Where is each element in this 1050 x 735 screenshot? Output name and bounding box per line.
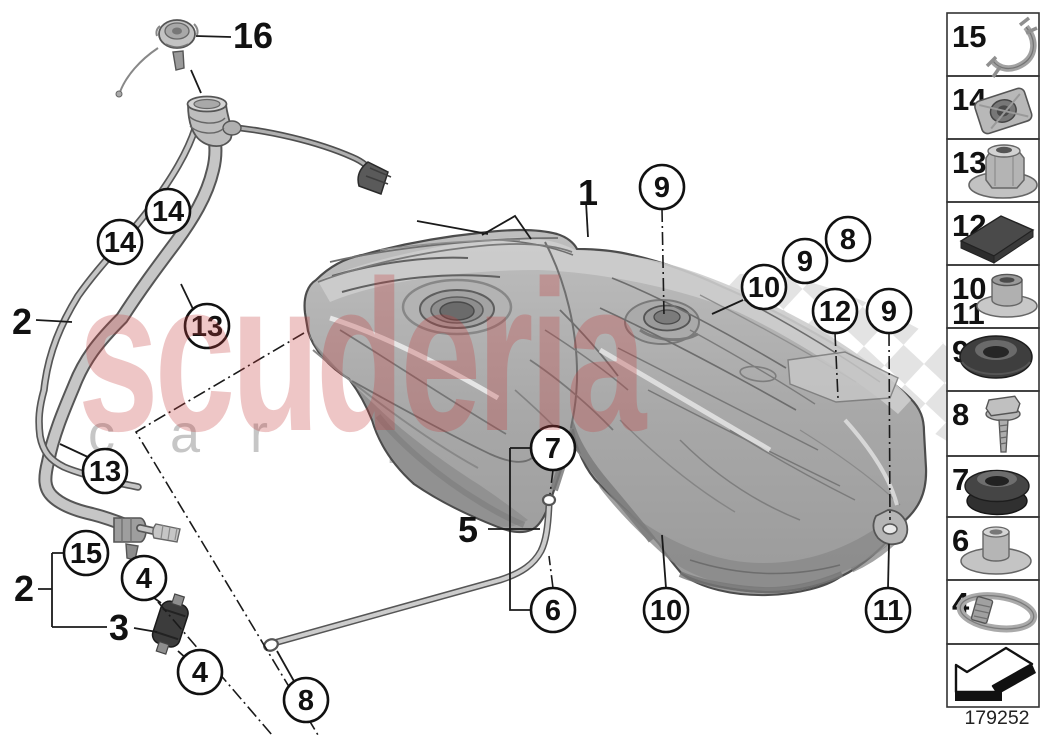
svg-text:5: 5 bbox=[458, 509, 478, 550]
svg-text:1: 1 bbox=[578, 172, 598, 213]
svg-text:2: 2 bbox=[12, 301, 32, 342]
svg-text:6: 6 bbox=[952, 523, 969, 558]
svg-text:9: 9 bbox=[797, 246, 813, 278]
svg-text:11: 11 bbox=[873, 595, 904, 627]
svg-text:8: 8 bbox=[952, 397, 969, 432]
svg-text:14: 14 bbox=[152, 196, 184, 228]
svg-text:179252: 179252 bbox=[964, 707, 1029, 729]
svg-text:13: 13 bbox=[89, 456, 121, 488]
svg-text:13: 13 bbox=[191, 311, 223, 343]
svg-text:7: 7 bbox=[545, 433, 561, 465]
svg-text:2: 2 bbox=[14, 568, 34, 609]
svg-text:9: 9 bbox=[654, 172, 670, 204]
svg-text:r: r bbox=[250, 404, 268, 464]
svg-text:8: 8 bbox=[298, 685, 314, 717]
svg-text:10: 10 bbox=[748, 272, 780, 304]
svg-text:4: 4 bbox=[136, 563, 152, 595]
svg-text:4: 4 bbox=[192, 657, 208, 689]
svg-text:10: 10 bbox=[650, 595, 682, 627]
svg-text:6: 6 bbox=[545, 595, 561, 627]
svg-text:a: a bbox=[170, 404, 201, 464]
svg-text:8: 8 bbox=[840, 224, 856, 256]
svg-text:15: 15 bbox=[70, 538, 102, 570]
svg-text:15: 15 bbox=[952, 19, 986, 54]
svg-text:3: 3 bbox=[109, 607, 129, 648]
svg-text:12: 12 bbox=[819, 296, 851, 328]
svg-text:14: 14 bbox=[104, 227, 136, 259]
svg-text:scuderia: scuderia bbox=[78, 235, 648, 475]
svg-text:16: 16 bbox=[233, 15, 273, 56]
svg-text:13: 13 bbox=[952, 145, 986, 180]
svg-text:9: 9 bbox=[881, 296, 897, 328]
